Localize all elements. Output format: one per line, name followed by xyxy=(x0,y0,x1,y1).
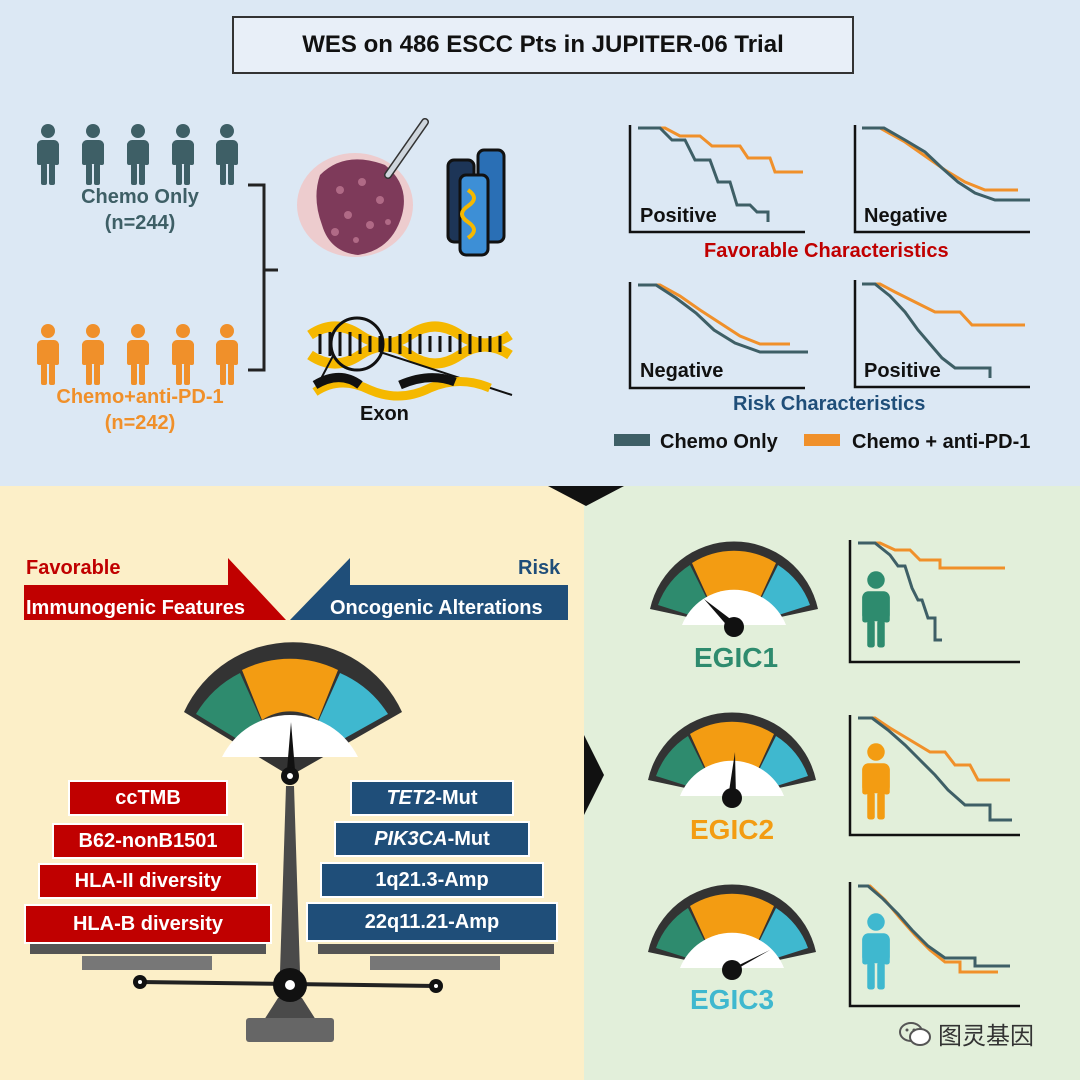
km-label-positive: Positive xyxy=(640,205,717,227)
person-icon xyxy=(172,124,194,185)
feature-pik3ca: PIK3CA-Mut xyxy=(334,821,530,857)
km-plot-favorable-positive xyxy=(628,125,805,234)
suffix-pik3ca: -Mut xyxy=(447,827,490,850)
chemo-only-n: (n=244) xyxy=(104,212,176,234)
gene-tet2: TET2 xyxy=(386,786,436,809)
person-icon xyxy=(127,124,149,185)
person-icon xyxy=(82,324,104,385)
feature-22q11: 22q11.21-Amp xyxy=(306,902,558,942)
km-label-positive-risk: Positive xyxy=(864,360,941,382)
oncogenic-alterations-label: Oncogenic Alterations xyxy=(330,597,543,619)
risk-banner xyxy=(290,558,568,620)
egic2-person-icon xyxy=(862,743,890,820)
chemo-only-people-icons xyxy=(37,124,238,185)
risk-label: Risk xyxy=(518,557,561,579)
watermark: 图灵基因 xyxy=(898,1016,1034,1051)
feature-1q21: 1q21.3-Amp xyxy=(320,862,544,898)
chemo-pd1-label: Chemo+anti-PD-1 xyxy=(56,386,224,408)
chemo-pd1-n: (n=242) xyxy=(104,412,176,434)
egic3-person-icon xyxy=(862,913,890,990)
egic3-label: EGIC3 xyxy=(690,984,775,1015)
test-tube-icon xyxy=(446,148,506,257)
feature-b62: B62-nonB1501 xyxy=(52,823,244,859)
egic3-gauge-icon xyxy=(648,884,816,980)
person-icon xyxy=(127,324,149,385)
km-plot-risk-positive xyxy=(853,280,1030,389)
watermark-text: 图灵基因 xyxy=(938,1023,1034,1050)
km-plot-favorable-negative xyxy=(853,125,1030,234)
scale-gauge-icon xyxy=(184,642,402,785)
top-panel xyxy=(0,0,1080,486)
km-plot-egic3 xyxy=(848,882,1020,1008)
favorable-banner xyxy=(24,558,286,620)
legend-swatch-chemo xyxy=(614,434,650,446)
scale-stand xyxy=(30,786,554,1042)
km-plot-egic2 xyxy=(848,715,1020,837)
favorable-label: Favorable xyxy=(26,557,121,579)
gene-pik3ca: PIK3CA xyxy=(374,827,448,850)
dna-exon-icon xyxy=(307,316,513,401)
chemo-pd1-people-icons xyxy=(37,324,238,385)
legend-chemo-only: Chemo Only xyxy=(660,431,778,453)
exon-label: Exon xyxy=(360,403,409,425)
km-label-negative-risk: Negative xyxy=(640,360,724,382)
person-icon xyxy=(82,124,104,185)
egic1-person-icon xyxy=(862,571,890,648)
down-arrow-icon xyxy=(548,486,624,506)
km-plot-risk-negative xyxy=(628,282,808,390)
feature-hla-ii: HLA-II diversity xyxy=(38,863,258,899)
egic1-label: EGIC1 xyxy=(694,642,779,673)
person-icon xyxy=(216,324,238,385)
immunogenic-features-label: Immunogenic Features xyxy=(26,597,245,619)
right-arrow-icon xyxy=(584,735,604,815)
person-icon xyxy=(37,124,59,185)
bracket xyxy=(248,183,278,372)
page-title: WES on 486 ESCC Pts in JUPITER-06 Trial xyxy=(232,16,854,74)
person-icon xyxy=(172,324,194,385)
person-icon xyxy=(37,324,59,385)
favorable-characteristics-label: Favorable Characteristics xyxy=(704,240,949,262)
person-icon xyxy=(216,124,238,185)
feature-tet2: TET2-Mut xyxy=(350,780,514,816)
egic1-gauge-icon xyxy=(650,541,818,637)
chemo-only-label: Chemo Only xyxy=(81,186,199,208)
legend-chemo-pd1: Chemo + anti-PD-1 xyxy=(852,431,1031,453)
suffix-tet2: -Mut xyxy=(435,786,478,809)
wechat-icon xyxy=(899,1021,931,1046)
egic2-gauge-icon xyxy=(648,712,816,808)
tumor-tissue-icon xyxy=(297,118,429,257)
km-label-negative: Negative xyxy=(864,205,948,227)
km-plot-egic1 xyxy=(848,540,1020,664)
egic2-label: EGIC2 xyxy=(690,814,775,845)
feature-hla-b: HLA-B diversity xyxy=(24,904,272,944)
feature-cctmb: ccTMB xyxy=(68,780,228,816)
legend-swatch-pd1 xyxy=(804,434,840,446)
risk-characteristics-label: Risk Characteristics xyxy=(733,393,926,415)
